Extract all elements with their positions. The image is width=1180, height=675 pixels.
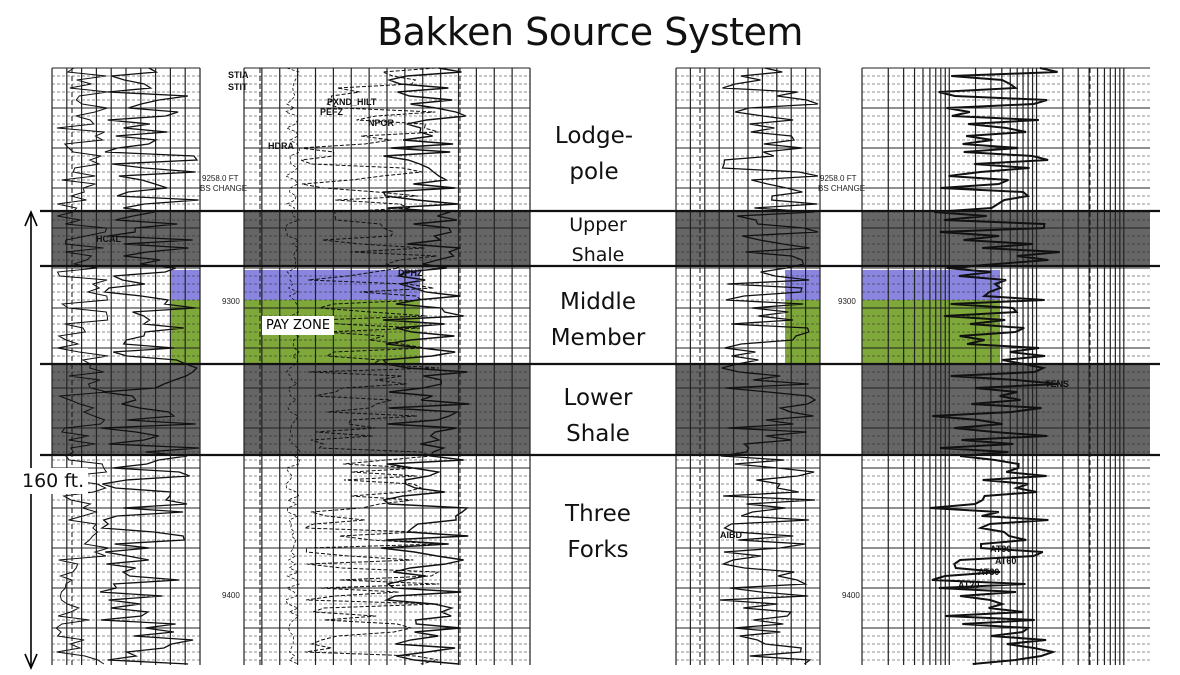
formation-label-middle-member: Middle Member — [528, 284, 668, 356]
depth-9400-right: 9400 — [842, 591, 860, 600]
formation-lodgepole-line1: Lodge- — [554, 123, 634, 149]
curve-label-stit: STIT — [228, 82, 248, 92]
curve-label-dphz: DPHZ — [398, 268, 423, 278]
curve-label-npor: NPOR — [368, 118, 395, 128]
curve-label-at30: AT30 — [978, 567, 999, 577]
arrow-up-icon — [24, 209, 38, 227]
formation-label-lower-shale: Lower Shale — [528, 380, 668, 452]
resistivity-curve — [929, 67, 1060, 665]
formation-middle-member-line2: Member — [550, 325, 646, 351]
bs-change-text-right: BS CHANGE — [818, 184, 865, 193]
formation-upper-shale-line1: Upper — [569, 214, 627, 236]
thickness-label: 160 ft. — [18, 468, 89, 494]
curve-label-at90: AT90 — [990, 544, 1011, 554]
gr-curve-left — [99, 67, 200, 665]
curve-label-tens: TENS — [1045, 379, 1069, 389]
formation-lodgepole-line2: pole — [569, 159, 619, 185]
bs-change-text-left: BS CHANGE — [200, 184, 247, 193]
formation-three-forks-line1: Three — [565, 501, 631, 527]
depth-9300-right: 9300 — [838, 297, 856, 306]
curve-label-pxnd-hilt: PXND_HILT — [327, 97, 377, 107]
slide-title: Bakken Source System — [377, 10, 803, 54]
hdra-curve — [284, 67, 301, 665]
curve-label-hcal: HCAL — [96, 234, 121, 244]
middle-member-purple-fill — [862, 270, 1000, 300]
depth-9300-left: 9300 — [222, 297, 240, 306]
middle-member-purple-fill — [244, 270, 420, 300]
arrow-down-icon — [24, 653, 38, 671]
curve-label-at20: AT20 — [958, 580, 979, 590]
formation-lower-shale-line1: Lower — [563, 385, 633, 411]
formation-lower-shale-line2: Shale — [566, 421, 630, 447]
density-porosity-curve — [299, 67, 440, 665]
formation-label-upper-shale: Upper Shale — [528, 210, 668, 270]
curve-label-at60: AT60 — [995, 556, 1016, 566]
formation-label-lodgepole: Lodge- pole — [524, 118, 664, 190]
bs-change-depth-left: 9258.0 FT — [202, 174, 239, 183]
pay-zone-label: PAY ZONE — [262, 316, 335, 335]
bs-change-depth-right: 9258.0 FT — [820, 174, 857, 183]
formation-middle-member-line1: Middle — [560, 289, 636, 315]
curve-label-aibd: AIBD — [720, 530, 742, 540]
formation-label-three-forks: Three Forks — [528, 496, 668, 568]
track-right-resistivity — [861, 67, 1150, 665]
track-left-porosity — [243, 67, 531, 665]
lower-shale-fill — [862, 364, 1150, 455]
gr-curve-right — [719, 67, 819, 665]
curve-label-hdra: HDRA — [268, 141, 294, 151]
track-right-gr — [675, 67, 821, 665]
upper-shale-fill — [862, 211, 1150, 266]
formation-upper-shale-line2: Shale — [571, 244, 625, 266]
middle-member-purple-fill — [785, 270, 820, 300]
sp-curve-left — [55, 67, 109, 665]
depth-9400-left: 9400 — [222, 591, 240, 600]
formation-three-forks-line2: Forks — [567, 537, 629, 563]
curve-label-pefz: PEFZ — [320, 107, 344, 117]
curve-label-stia: STIA — [228, 70, 249, 80]
